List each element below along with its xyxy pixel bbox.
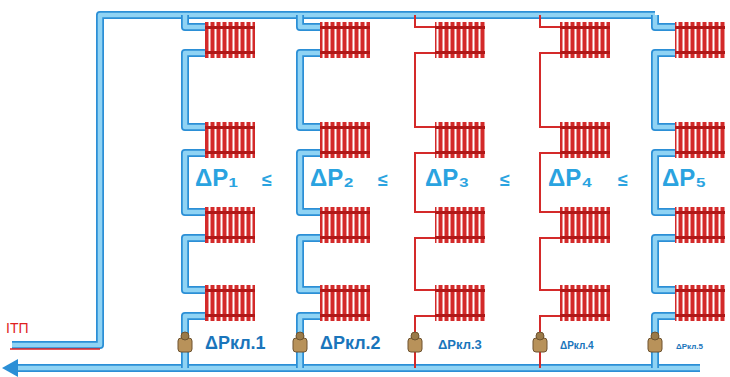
radiator <box>435 22 485 58</box>
radiator-header <box>320 289 370 292</box>
radiator-header <box>320 236 370 239</box>
comparison-sign: ≤ <box>262 171 272 189</box>
radiator-header <box>675 211 725 214</box>
radiator <box>675 22 725 58</box>
radiator-header <box>320 51 370 54</box>
radiator-header <box>560 314 610 317</box>
radiator-header <box>675 126 725 129</box>
riser-pressure-label: ΔP₁ <box>195 166 238 190</box>
radiator-header <box>320 126 370 129</box>
radiator <box>205 22 255 58</box>
radiator-header <box>675 236 725 239</box>
radiator-header <box>675 51 725 54</box>
radiator-header <box>560 126 610 129</box>
valve-handle <box>536 332 544 340</box>
radiator-header <box>435 26 485 29</box>
radiator-header <box>320 151 370 154</box>
radiator <box>435 285 485 321</box>
valve-pressure-label: ΔPкл.4 <box>560 341 594 351</box>
radiator-header <box>560 236 610 239</box>
riser-pressure-label: ΔP₄ <box>548 166 593 190</box>
radiator <box>675 207 725 243</box>
radiator-header <box>560 211 610 214</box>
radiator-header <box>205 289 255 292</box>
riser-pressure-label: ΔP₃ <box>425 166 469 190</box>
radiator <box>560 22 610 58</box>
radiator <box>205 285 255 321</box>
comparison-sign: ≤ <box>378 171 388 189</box>
radiator <box>320 22 370 58</box>
supply-main <box>12 15 655 345</box>
return-main <box>16 364 700 372</box>
radiator-header <box>205 151 255 154</box>
radiator-header <box>205 26 255 29</box>
radiator-header <box>435 51 485 54</box>
radiator-header <box>435 289 485 292</box>
radiator <box>205 207 255 243</box>
valve-pressure-label: ΔPкл.1 <box>205 334 266 352</box>
radiator-header <box>435 236 485 239</box>
radiator-header <box>435 314 485 317</box>
radiator-header <box>435 211 485 214</box>
radiator <box>560 122 610 158</box>
radiator-header <box>205 314 255 317</box>
riser-pressure-label: ΔP₂ <box>310 166 354 190</box>
radiator-header <box>320 211 370 214</box>
radiator <box>675 122 725 158</box>
comparison-sign: ≤ <box>500 171 510 189</box>
radiator-header <box>205 126 255 129</box>
radiator-header <box>435 151 485 154</box>
radiator <box>675 285 725 321</box>
radiator-header <box>320 26 370 29</box>
return-main-core <box>16 366 700 371</box>
radiator <box>435 122 485 158</box>
radiator <box>560 285 610 321</box>
riser-pressure-label: ΔP₅ <box>662 166 706 190</box>
valve-handle <box>296 332 304 340</box>
radiator-header <box>675 26 725 29</box>
valve-pressure-label: ΔPкл.5 <box>676 343 703 351</box>
radiator-header <box>560 26 610 29</box>
valve-handle <box>651 332 659 340</box>
radiator-header <box>205 51 255 54</box>
valve-pressure-label: ΔPкл.3 <box>438 338 482 351</box>
supply-main-core <box>12 15 655 345</box>
radiator <box>320 285 370 321</box>
radiator <box>435 207 485 243</box>
radiator-header <box>675 289 725 292</box>
radiator-header <box>675 314 725 317</box>
radiator-header <box>675 151 725 154</box>
radiator-header <box>205 211 255 214</box>
radiator <box>205 122 255 158</box>
radiator-header <box>435 126 485 129</box>
radiator-header <box>205 236 255 239</box>
valve-pressure-label: ΔPкл.2 <box>320 334 381 352</box>
pipe-label: ITП <box>6 321 29 335</box>
radiator-header <box>560 289 610 292</box>
return-arrow <box>2 359 18 377</box>
radiator-header <box>320 314 370 317</box>
radiator <box>320 207 370 243</box>
radiator <box>560 207 610 243</box>
radiator-header <box>560 151 610 154</box>
valve-handle <box>181 332 189 340</box>
radiator <box>320 122 370 158</box>
comparison-sign: ≤ <box>618 171 628 189</box>
radiator-header <box>560 51 610 54</box>
valve-handle <box>411 332 419 340</box>
supply-red-line <box>10 348 100 350</box>
